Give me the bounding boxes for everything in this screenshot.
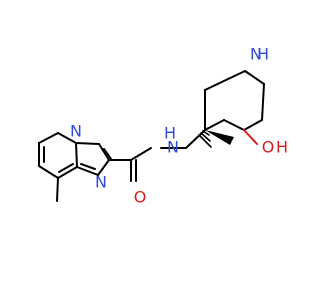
pyridine-nitrogen-label: N (70, 122, 82, 141)
pyridine-bond (38, 132, 59, 144)
carbonyl-oxygen-label: O (134, 188, 147, 207)
piperidine-nitrogen-label: N (250, 45, 262, 64)
piperidine-hydrogen-label: H (257, 45, 269, 64)
bond-network (38, 70, 265, 202)
imidazole-double-bond (103, 148, 112, 160)
piperidine-bond (204, 79, 227, 91)
fused-ring-bond (75, 142, 78, 168)
molecule-structure: N N N H O N H O H (38, 45, 288, 207)
piperidine-bond (225, 70, 246, 81)
stereo-hash (202, 130, 210, 136)
imidazole-bond (76, 166, 99, 176)
piperidine-bond (223, 119, 245, 131)
hydroxy-hydrogen-label: H (276, 138, 288, 157)
imidazole-double-bond (80, 163, 96, 170)
methyl-bond (56, 177, 59, 202)
hydroxy-bond (243, 129, 258, 145)
piperidine-bond (261, 83, 265, 121)
imidazole-bond (75, 142, 100, 145)
pyridine-bond (57, 166, 78, 179)
stereo-hash (200, 132, 211, 142)
imidazole-nitrogen-label: N (95, 173, 107, 192)
amide-bond (130, 147, 152, 161)
amide-nitrogen-label: N (167, 138, 179, 157)
imidazole-bond (98, 143, 110, 161)
stereo-hash (204, 127, 209, 131)
stereo-wedge (205, 130, 234, 145)
hydroxy-oxygen-label: O (262, 138, 275, 157)
pyridine-bond (38, 165, 59, 179)
stereo-hash (198, 134, 212, 148)
piperidine-bond (244, 70, 265, 85)
atom-labels: N N N H O N H O H (70, 45, 288, 207)
piperidine-bond (243, 119, 263, 131)
amide-hydrogen-label: H (164, 124, 176, 143)
pyridine-double-bond (58, 163, 74, 173)
pyridine-bond (57, 132, 77, 144)
imidazole-bond (97, 159, 110, 176)
molecule-canvas: N N N H O N H O H (38, 44, 289, 207)
